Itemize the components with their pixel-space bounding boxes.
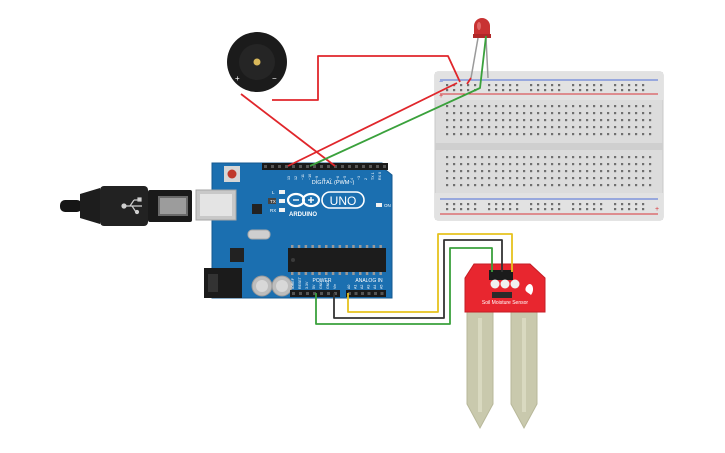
power-pin-label: IOREF: [291, 277, 295, 289]
wire-red-buzzer-to-rail: [272, 55, 461, 101]
usb-cable: [60, 186, 192, 226]
board-brand-label: ARDUINO: [289, 212, 317, 218]
flame-logo-icon: [525, 284, 534, 295]
digital-pin-label: ~10: [308, 174, 312, 180]
digital-header-label: DIGITAL (PWM~): [312, 180, 355, 186]
analog-pin-label: A3: [367, 285, 371, 289]
wire-red-gnd-to-rail: [287, 82, 458, 167]
power-pin-label: Vin: [333, 284, 337, 289]
buzzer-plus-label: +: [235, 74, 240, 83]
wire-green-digital-to-led: [309, 35, 487, 167]
wire-red-led-to-rail: [466, 77, 472, 85]
power-pin-label: GND: [326, 281, 330, 289]
analog-pin-label: A2: [360, 285, 364, 289]
digital-pin-label: 7: [329, 178, 333, 180]
wire-black-sensor-gnd: [333, 239, 503, 319]
wires: [240, 35, 513, 325]
digital-pin-label: 2: [364, 178, 368, 180]
analog-pin-label: A4: [373, 285, 377, 289]
wire-green-sensor-vcc: [315, 247, 493, 325]
usb-icon: [121, 197, 142, 215]
rail-minus-label: −: [439, 79, 443, 86]
soil-moisture-sensor[interactable]: Soil Moisture Sensor: [464, 263, 546, 430]
digital-pin-label: ~11: [301, 174, 305, 180]
led-rx-label: RX: [270, 208, 276, 213]
digital-pin-label: ~5: [343, 176, 347, 180]
arduino-uno-board[interactable]: L TX RX ON UNO ARDUINO DIGITAL (PWM~) PO…: [195, 162, 393, 299]
analog-pin-label: A5: [380, 285, 384, 289]
power-pin-label: 5V: [312, 284, 316, 289]
piezo-buzzer[interactable]: + −: [227, 32, 287, 92]
red-led[interactable]: [470, 18, 491, 79]
analog-header-label: ANALOG IN: [355, 278, 383, 284]
digital-pin-label: RX 0: [378, 172, 382, 180]
board-model-label: UNO: [330, 194, 357, 208]
rail-plus-label: +: [439, 93, 443, 100]
power-pin-label: 3.3V: [305, 281, 309, 289]
digital-pin-label: ~6: [336, 176, 340, 180]
wire-yellow-sensor-to-a0: [347, 233, 513, 313]
wire-red-buzzer-to-digital: [240, 93, 336, 167]
digital-pin-label: 4: [350, 178, 354, 180]
analog-pin-label: A0: [347, 285, 351, 289]
analog-pin-label: A1: [354, 285, 358, 289]
power-pin-label: GND: [319, 281, 323, 289]
sensor-label: Soil Moisture Sensor: [482, 300, 528, 306]
digital-pin-label: TX 1: [371, 172, 375, 180]
rail-plus-label-bottom: +: [655, 206, 659, 213]
digital-pin-label: ~9: [315, 176, 319, 180]
on-led-label: ON: [384, 203, 391, 208]
digital-pin-label: ~3: [357, 176, 361, 180]
digital-pin-label: 13: [287, 176, 291, 180]
led-tx-label: TX: [270, 199, 276, 204]
arduino-infinity-logo: [286, 192, 321, 208]
buzzer-minus-label: −: [272, 74, 277, 83]
digital-pin-label: 8: [322, 178, 326, 180]
power-pin-label: RESET: [298, 276, 302, 289]
breadboard: − + +: [434, 71, 664, 221]
digital-pin-label: 12: [294, 176, 298, 180]
led-l-label: L: [272, 190, 275, 195]
power-header-label: POWER: [313, 278, 332, 284]
